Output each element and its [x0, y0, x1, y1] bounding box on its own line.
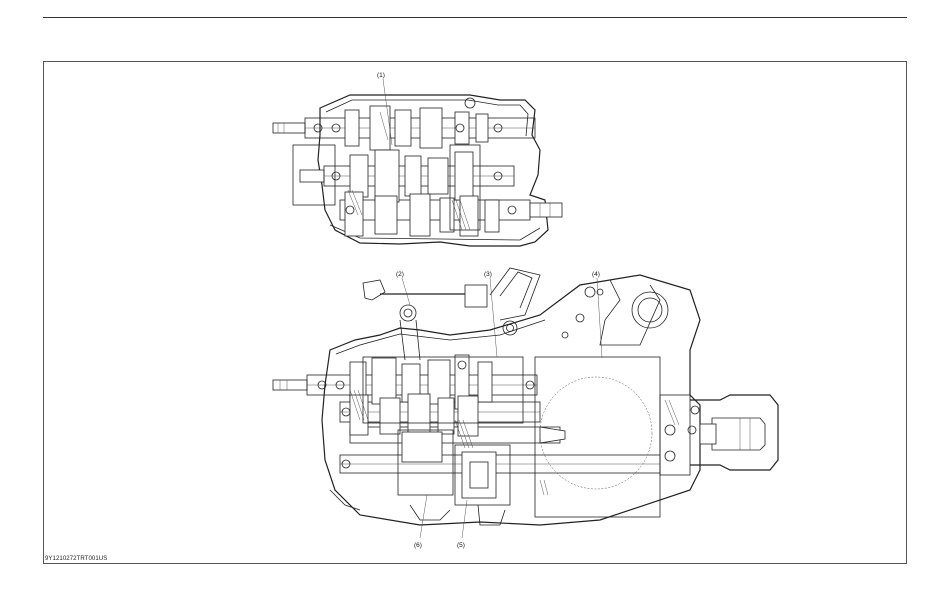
figure-code: 9Y1210272TRT001US [45, 556, 107, 562]
callout-1: (1) [377, 72, 385, 79]
callout-6: (6) [414, 542, 422, 549]
callout-5: (5) [457, 542, 465, 549]
callout-4: (4) [592, 271, 600, 278]
callout-2: (2) [396, 271, 404, 278]
callout-3: (3) [484, 271, 492, 278]
lower-transmission-section [273, 268, 778, 538]
upper-transmission-section [273, 79, 562, 246]
